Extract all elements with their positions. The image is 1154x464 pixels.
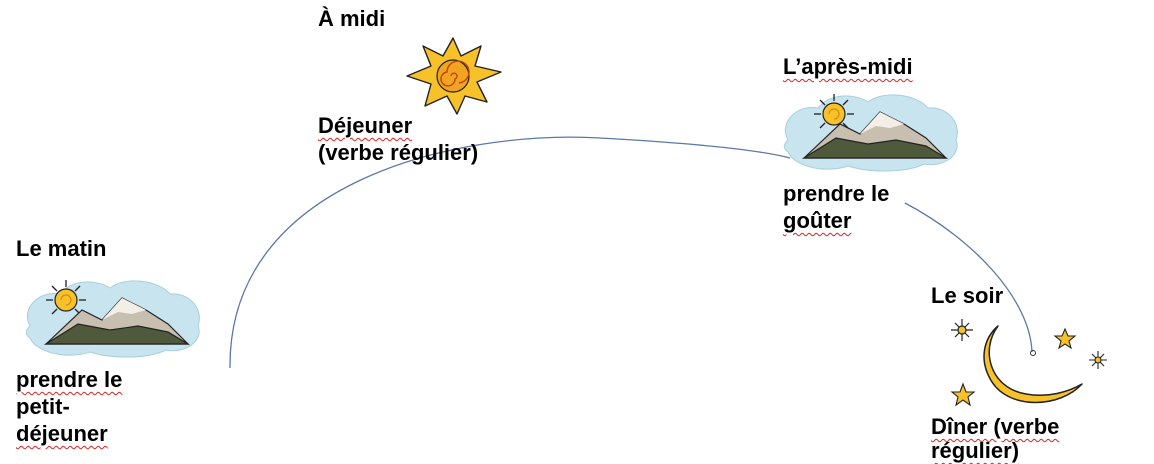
noon-activity-line-1: Déjeuner	[318, 113, 413, 138]
morning-activity-line-1: prendre le	[16, 367, 123, 392]
afternoon-activity-line-1: prendre le	[783, 181, 890, 206]
evening-heading: Le soir	[931, 283, 1004, 308]
arc-left-segment	[229, 136, 791, 369]
sun-mountain-icon	[25, 280, 200, 358]
noon-heading: À midi	[318, 6, 386, 31]
arc-end-dot	[1030, 350, 1036, 356]
evening-activity-line-2: régulier)	[931, 438, 1020, 463]
evening-activity-text: Dîner (verbe	[931, 414, 1060, 439]
moon-stars-icon	[950, 319, 1107, 407]
afternoon-activity-line-2: goûter	[783, 208, 852, 233]
morning-activity-line-3: déjeuner	[16, 421, 108, 446]
morning-activity-line-2: petit-	[16, 394, 70, 419]
arc-right-segment	[904, 202, 1033, 353]
afternoon-heading: L’après-midi	[783, 54, 913, 79]
evening-activity-line-1: Dîner (verbe	[931, 413, 1059, 440]
morning-heading: Le matin	[16, 236, 107, 261]
noon-activity-line-2: (verbe régulier)	[318, 140, 479, 165]
sun-mountain-icon	[783, 94, 958, 172]
sun-icon	[406, 37, 502, 115]
